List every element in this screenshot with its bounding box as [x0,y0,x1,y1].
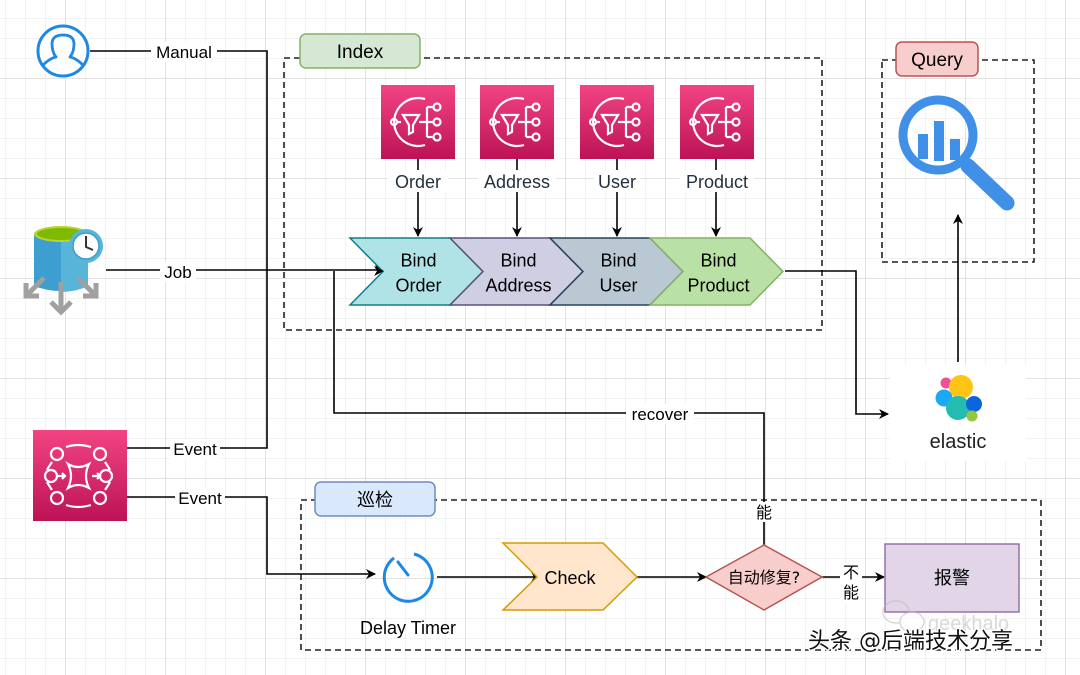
event2-label: Event [175,488,225,508]
topic-user[interactable]: User [580,85,654,192]
check-step[interactable]: Check [501,542,639,611]
alarm-label: 报警 [934,568,970,589]
recover-label-text: recover [632,405,689,424]
event2-label-text: Event [178,489,222,508]
bind-step-line2: User [599,276,637,296]
decision-label: 自动修复? [728,568,801,587]
topic-user-label: User [598,172,636,192]
query-tag: Query [895,41,979,77]
watermark: geekhalo [882,600,1009,635]
job-label-text: Job [164,263,191,282]
inspection-tag-label: 巡检 [357,490,393,511]
timer-label: Delay Timer [360,618,456,638]
chevron-shape [648,237,785,306]
index-group-border [283,57,823,331]
no-label-line2: 能 [843,583,859,602]
job-arrowhead [374,266,384,276]
manual-connector[interactable] [90,50,268,449]
bind-step-line1: Bind [400,251,436,271]
timer-icon [382,552,434,603]
topic-order-label: Order [395,172,441,192]
no-label: 不 能 [840,563,862,603]
recover-label: recover [626,404,694,424]
check-label: Check [544,568,596,588]
no-label-line1: 不 [843,563,859,582]
bind-step-line2: Address [485,276,551,296]
event1-label: Event [170,439,220,459]
event-bus-icon[interactable] [33,430,127,521]
manual-label: Manual [151,42,217,62]
index-tag: Index [299,33,421,69]
query-analytics-icon[interactable] [898,95,1015,211]
alarm-step[interactable]: 报警 [884,543,1020,613]
wechat-icon [882,600,925,633]
elastic-label: elastic [930,431,987,453]
recover-connector[interactable] [333,271,765,545]
elastic-logo[interactable]: elastic [890,365,1026,461]
credit-watermark: 头条 @后端技术分享 [808,629,1013,654]
query-tag-label: Query [911,50,963,71]
bind-step-line1: Bind [600,251,636,271]
user-icon[interactable] [36,24,90,78]
topic-address[interactable]: Address [478,85,556,192]
inspection-tag: 巡检 [314,481,436,517]
yes-label-text: 能 [756,503,772,522]
delay-timer[interactable]: Delay Timer [360,552,456,638]
bind-step-line1: Bind [700,251,736,271]
scheduled-database-icon[interactable] [23,226,103,316]
index-tag-label: Index [337,42,384,63]
bind-step-line2: Order [395,276,441,296]
bind-step-line1: Bind [500,251,536,271]
topic-address-label: Address [484,172,550,192]
manual-label-text: Manual [156,43,212,62]
topic-product-label: Product [686,172,748,192]
job-label: Job [160,262,196,282]
topic-order[interactable]: Order [381,85,455,192]
yes-label: 能 [753,502,775,522]
event1-label-text: Event [173,440,217,459]
inspection-group-border [300,499,1042,651]
product-to-elastic-connector[interactable] [785,270,889,419]
bind-step-line2: Product [687,276,749,296]
wechat-id: geekhalo [928,613,1009,635]
auto-repair-decision[interactable]: 自动修复? [704,544,824,611]
topic-product[interactable]: Product [680,85,754,192]
